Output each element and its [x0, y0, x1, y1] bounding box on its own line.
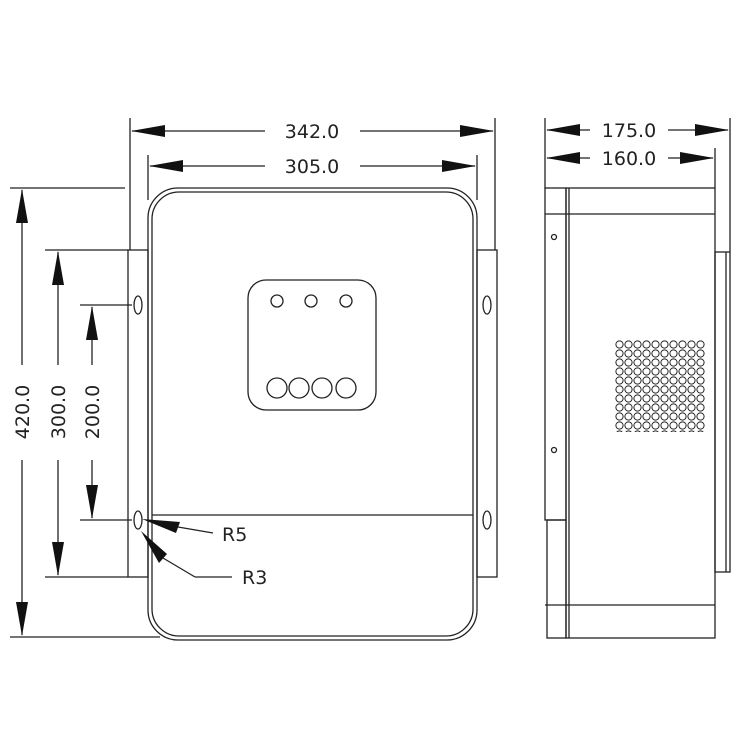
dim-label-175: 175.0	[602, 120, 656, 142]
indicator-led-icon	[304, 294, 318, 308]
screw-icon	[550, 233, 558, 241]
dim-label-300: 300.0	[48, 385, 70, 439]
radius-label-r3: R3	[242, 567, 267, 589]
front-view: 342.0 305.0 420.0 300.0	[10, 118, 498, 641]
keyhole-icon	[133, 295, 492, 530]
button-icon	[311, 377, 333, 399]
radius-callout-r3: R3	[141, 531, 267, 589]
dimension-200: 200.0	[82, 306, 104, 519]
dim-label-342: 342.0	[285, 121, 339, 143]
dim-label-305: 305.0	[285, 156, 339, 178]
radius-callout-r5: R5	[142, 519, 247, 546]
radius-label-r5: R5	[222, 524, 247, 546]
vent-grille	[615, 340, 705, 432]
left-mounting-bracket	[127, 249, 149, 578]
dim-label-200: 200.0	[82, 385, 104, 439]
side-flange	[714, 251, 731, 573]
dimension-420: 420.0	[12, 189, 34, 636]
side-view: 175.0 160.0	[544, 118, 731, 639]
indicator-led-icon	[270, 294, 284, 308]
dim-label-160: 160.0	[602, 148, 656, 170]
screw-icon	[550, 446, 558, 454]
dimension-175: 175.0	[546, 120, 729, 142]
dimension-342: 342.0	[131, 121, 494, 143]
side-bracket	[544, 187, 567, 521]
dimension-300: 300.0	[48, 251, 70, 576]
dimension-305: 305.0	[149, 156, 476, 178]
button-icon	[266, 377, 288, 399]
button-icon	[335, 377, 357, 399]
indicator-led-icon	[339, 294, 353, 308]
dimension-160: 160.0	[546, 148, 714, 170]
enclosure-front	[147, 187, 478, 641]
dim-label-420: 420.0	[12, 385, 34, 439]
button-icon	[288, 377, 310, 399]
right-mounting-bracket	[476, 249, 498, 578]
control-panel	[247, 279, 377, 411]
